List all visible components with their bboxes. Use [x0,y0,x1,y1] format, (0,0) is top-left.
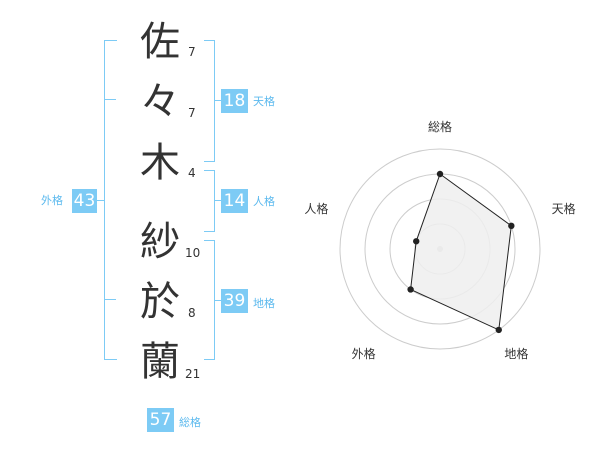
chikaku-value: 39 [221,289,248,313]
radar-point-5 [413,238,420,245]
radar-ring-4 [339,148,541,350]
radar-axis-label-3: 地格 [504,346,528,361]
stroke-count-3: 4 [188,166,196,180]
chikaku-connector [214,300,222,301]
stroke-count-4: 10 [185,246,201,260]
radar-point-4 [407,286,414,293]
name-char-1: 佐 [140,19,180,65]
gaikaku-value: 43 [72,189,97,213]
jinkaku-bracket [204,170,215,232]
radar-area [410,173,512,331]
tenkaku-bracket [204,40,215,162]
name-char-2: 々 [140,79,180,125]
gaikaku-label: 外格 [41,194,63,207]
stroke-count-2: 7 [188,106,196,120]
jinkaku-connector [214,200,222,201]
chikaku-label: 地格 [253,297,275,310]
name-char-4: 紗 [140,219,180,265]
gaikaku-bracket-tick-2 [104,299,116,300]
radar-point-3 [495,326,502,334]
stroke-count-5: 8 [188,306,196,320]
radar-point-2 [508,222,515,230]
name-char-5: 於 [140,279,180,325]
tenkaku-value: 18 [221,89,248,113]
gaikaku-bracket-tick-1 [104,99,116,100]
radar-axis-label-1: 総格 [428,119,452,134]
soukaku-value: 57 [147,408,174,432]
radar-point-1 [436,170,444,178]
stroke-count-1: 7 [188,45,196,59]
soukaku-label: 総格 [179,416,201,429]
radar-axis-label-5: 人格 [304,201,328,216]
jinkaku-label: 人格 [253,195,275,208]
radar-axis-label-2: 天格 [552,201,576,216]
tenkaku-connector [214,100,222,101]
gaikaku-connector [97,200,105,201]
name-char-3: 木 [140,140,180,186]
name-char-6: 蘭 [140,339,180,385]
radar-axis-label-4: 外格 [352,346,376,361]
tenkaku-label: 天格 [253,95,275,108]
jinkaku-value: 14 [221,189,248,213]
stroke-count-6: 21 [185,367,201,381]
